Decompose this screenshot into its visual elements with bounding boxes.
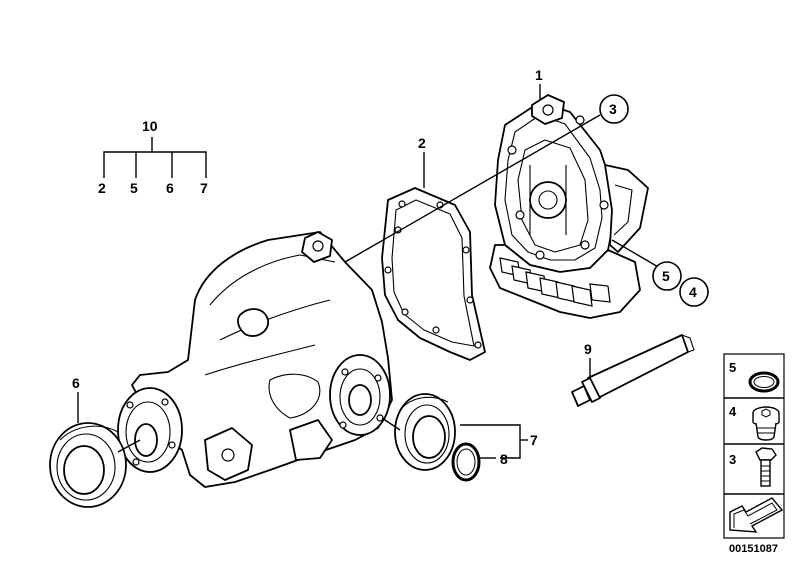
arrow-icon[interactable]	[729, 497, 784, 533]
callout-3: 3	[609, 101, 617, 117]
callout-5: 5	[662, 268, 670, 284]
legend-item-seal-ring[interactable]: 5	[729, 360, 780, 393]
sealant-tube[interactable]	[571, 334, 695, 407]
legend-panel: 5 4 3	[723, 353, 785, 539]
legend-item-screw-plug[interactable]: 4	[729, 404, 780, 441]
legend-label-4: 4	[729, 404, 737, 419]
seal-ring-icon	[748, 371, 780, 393]
kit-item-6[interactable]: 6	[166, 180, 174, 196]
callout-6[interactable]: 6	[72, 375, 80, 391]
callout-8[interactable]: 8	[500, 451, 508, 467]
callout-10[interactable]: 10	[142, 118, 158, 134]
callout-9[interactable]: 9	[584, 341, 592, 357]
kit-item-7[interactable]: 7	[200, 180, 208, 196]
diagram-reference-number: 00151087	[729, 543, 778, 555]
housing-cover[interactable]	[489, 94, 649, 319]
screw-plug-icon	[752, 406, 780, 441]
kit-item-5[interactable]: 5	[130, 180, 138, 196]
kit-group: 10 2 5 6 7	[98, 118, 208, 196]
callout-1[interactable]: 1	[535, 67, 543, 83]
right-shaft-seal[interactable]	[394, 393, 456, 471]
legend-label-3: 3	[729, 452, 736, 467]
callout-2[interactable]: 2	[418, 135, 426, 151]
callout-7[interactable]: 7	[530, 432, 538, 448]
snap-ring[interactable]	[451, 442, 481, 482]
differential-housing[interactable]	[117, 231, 393, 488]
cover-gasket[interactable]	[381, 187, 486, 361]
callout-4-circle[interactable]: 4	[679, 277, 709, 307]
callout-3-circle[interactable]: 3	[599, 94, 629, 124]
left-shaft-seal[interactable]	[49, 422, 127, 508]
legend-label-5: 5	[729, 360, 736, 375]
kit-item-2[interactable]: 2	[98, 180, 106, 196]
legend-item-bolt[interactable]: 3	[729, 447, 777, 487]
callout-5-circle[interactable]: 5	[652, 261, 682, 291]
bolt-icon	[755, 447, 777, 487]
callout-4: 4	[689, 284, 697, 300]
